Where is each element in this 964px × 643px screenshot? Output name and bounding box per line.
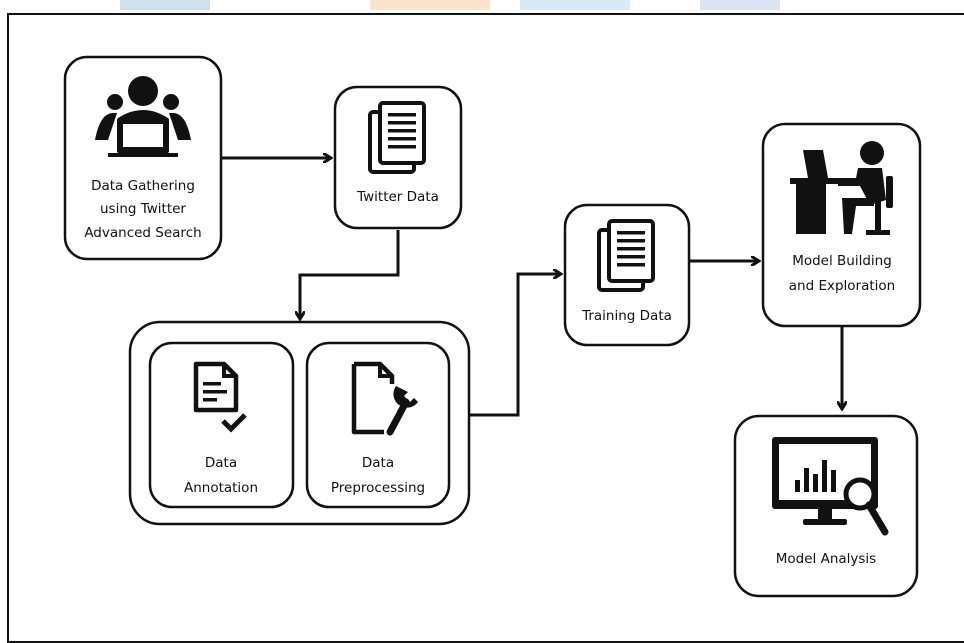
meeting-group-icon [95, 76, 191, 157]
arrow-preprocessing-to-training [470, 274, 560, 417]
node-training-data: Training Data [563, 203, 691, 347]
checked-document-icon [193, 361, 247, 433]
node-model-analysis: Model Analysis [733, 414, 919, 598]
monitor-analytics-icon [772, 437, 889, 536]
node-model-building-label-line-1: Model Building [792, 253, 892, 269]
node-data-annotation: Data Annotation [148, 341, 295, 509]
workflow-diagram: Data Gathering using Twitter Advanced Se… [63, 55, 922, 598]
node-data-preprocessing: Data Preprocessing [305, 341, 451, 509]
documents-icon [597, 219, 655, 292]
node-data-annotation-label-line-2: Annotation [184, 480, 258, 496]
node-model-building-label-line-2: and Exploration [789, 278, 895, 294]
node-data-gathering-label-line-3: Advanced Search [84, 225, 201, 241]
node-model-building: Model Building and Exploration [761, 122, 922, 328]
node-twitter-data-label: Twitter Data [356, 189, 439, 205]
header-strip-segment [120, 0, 210, 10]
node-data-annotation-label-line-1: Data [205, 455, 237, 471]
header-strip-segment [520, 0, 630, 10]
node-training-data-label: Training Data [581, 308, 672, 324]
header-strip-segment [700, 0, 780, 10]
documents-icon [368, 101, 426, 174]
node-data-gathering-label-line-1: Data Gathering [91, 178, 195, 194]
person-at-computer-icon [790, 141, 893, 235]
node-twitter-data: Twitter Data [333, 85, 463, 230]
header-strip-segment [370, 0, 490, 10]
node-data-gathering: Data Gathering using Twitter Advanced Se… [63, 55, 223, 261]
arrow-twitter-to-preprocessing [300, 230, 400, 318]
node-data-preprocessing-label-line-2: Preprocessing [331, 480, 425, 496]
preprocessing-group: Data Annotation Data Preprocessing [128, 320, 471, 526]
header-decoration-strip [0, 0, 964, 13]
node-data-preprocessing-label-line-1: Data [362, 455, 394, 471]
node-data-gathering-label-line-2: using Twitter [100, 201, 186, 217]
file-wrench-icon [351, 361, 418, 436]
node-model-analysis-label: Model Analysis [776, 551, 876, 567]
